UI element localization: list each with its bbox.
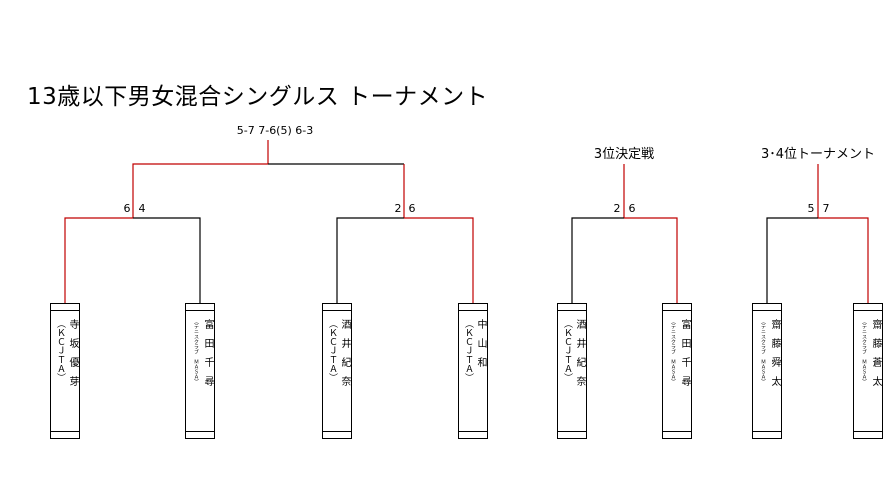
player-club: （ＫＣＪＴＡ） xyxy=(463,319,473,382)
player-club: （ＫＣＪＴＡ） xyxy=(55,319,65,382)
player-name: 齋藤蒼太 xyxy=(870,319,881,395)
player-name: 酒井紀奈 xyxy=(339,319,350,395)
player-name: 富田千尋 xyxy=(679,319,690,395)
score-tf-b: 7 xyxy=(822,202,830,215)
score-third-b: 6 xyxy=(628,202,636,215)
line-third-a xyxy=(571,217,624,303)
player-name: 中山和 xyxy=(475,319,486,376)
line-final-left xyxy=(132,163,268,218)
player-box: （ＫＣＪＴＡ） 寺坂優芽 xyxy=(50,303,80,439)
player-box: （ＫＣＪＴＡ） 酒井紀奈 xyxy=(322,303,352,439)
player-club: （テニスクラブ ＭＡＳＡ） xyxy=(193,319,199,384)
line-tf-a xyxy=(766,217,818,303)
score-semi-left-a: 6 xyxy=(123,202,131,215)
score-semi-left-b: 4 xyxy=(138,202,146,215)
line-semi-right-b xyxy=(404,217,474,303)
player-club: （ＫＣＪＴＡ） xyxy=(327,319,337,382)
page-title: 13歳以下男女混合シングルス トーナメント xyxy=(27,84,489,110)
final-score: 5-7 7-6(5) 6-3 xyxy=(236,124,314,137)
section-third-place: 3位決定戦 xyxy=(593,147,655,162)
section-third-fourth: 3･4位トーナメント xyxy=(760,147,876,162)
player-box: （テニスクラブ ＭＡＳＡ） 齋藤蒼太 xyxy=(853,303,883,439)
line-third-b xyxy=(624,217,678,303)
player-club: （テニスクラブ ＭＡＳＡ） xyxy=(861,319,867,384)
player-club: （テニスクラブ ＭＡＳＡ） xyxy=(760,319,766,384)
player-name: 齋藤舜太 xyxy=(769,319,780,395)
line-semi-left-a xyxy=(64,217,133,303)
line-semi-left-b xyxy=(133,217,201,303)
score-tf-a: 5 xyxy=(807,202,815,215)
score-semi-right-a: 2 xyxy=(394,202,402,215)
player-club: （ＫＣＪＴＡ） xyxy=(562,319,572,382)
player-club: （テニスクラブ ＭＡＳＡ） xyxy=(670,319,676,384)
line-tf-b xyxy=(818,217,869,303)
player-box: （ＫＣＪＴＡ） 中山和 xyxy=(458,303,488,439)
score-third-a: 2 xyxy=(613,202,621,215)
player-name: 寺坂優芽 xyxy=(67,319,78,395)
score-semi-right-b: 6 xyxy=(408,202,416,215)
player-box: （テニスクラブ ＭＡＳＡ） 富田千尋 xyxy=(662,303,692,439)
player-box: （ＫＣＪＴＡ） 酒井紀奈 xyxy=(557,303,587,439)
player-name: 酒井紀奈 xyxy=(574,319,585,395)
player-box: （テニスクラブ ＭＡＳＡ） 齋藤舜太 xyxy=(752,303,782,439)
player-name: 富田千尋 xyxy=(202,319,213,395)
player-box: （テニスクラブ ＭＡＳＡ） 富田千尋 xyxy=(185,303,215,439)
line-semi-right-a xyxy=(336,217,404,303)
